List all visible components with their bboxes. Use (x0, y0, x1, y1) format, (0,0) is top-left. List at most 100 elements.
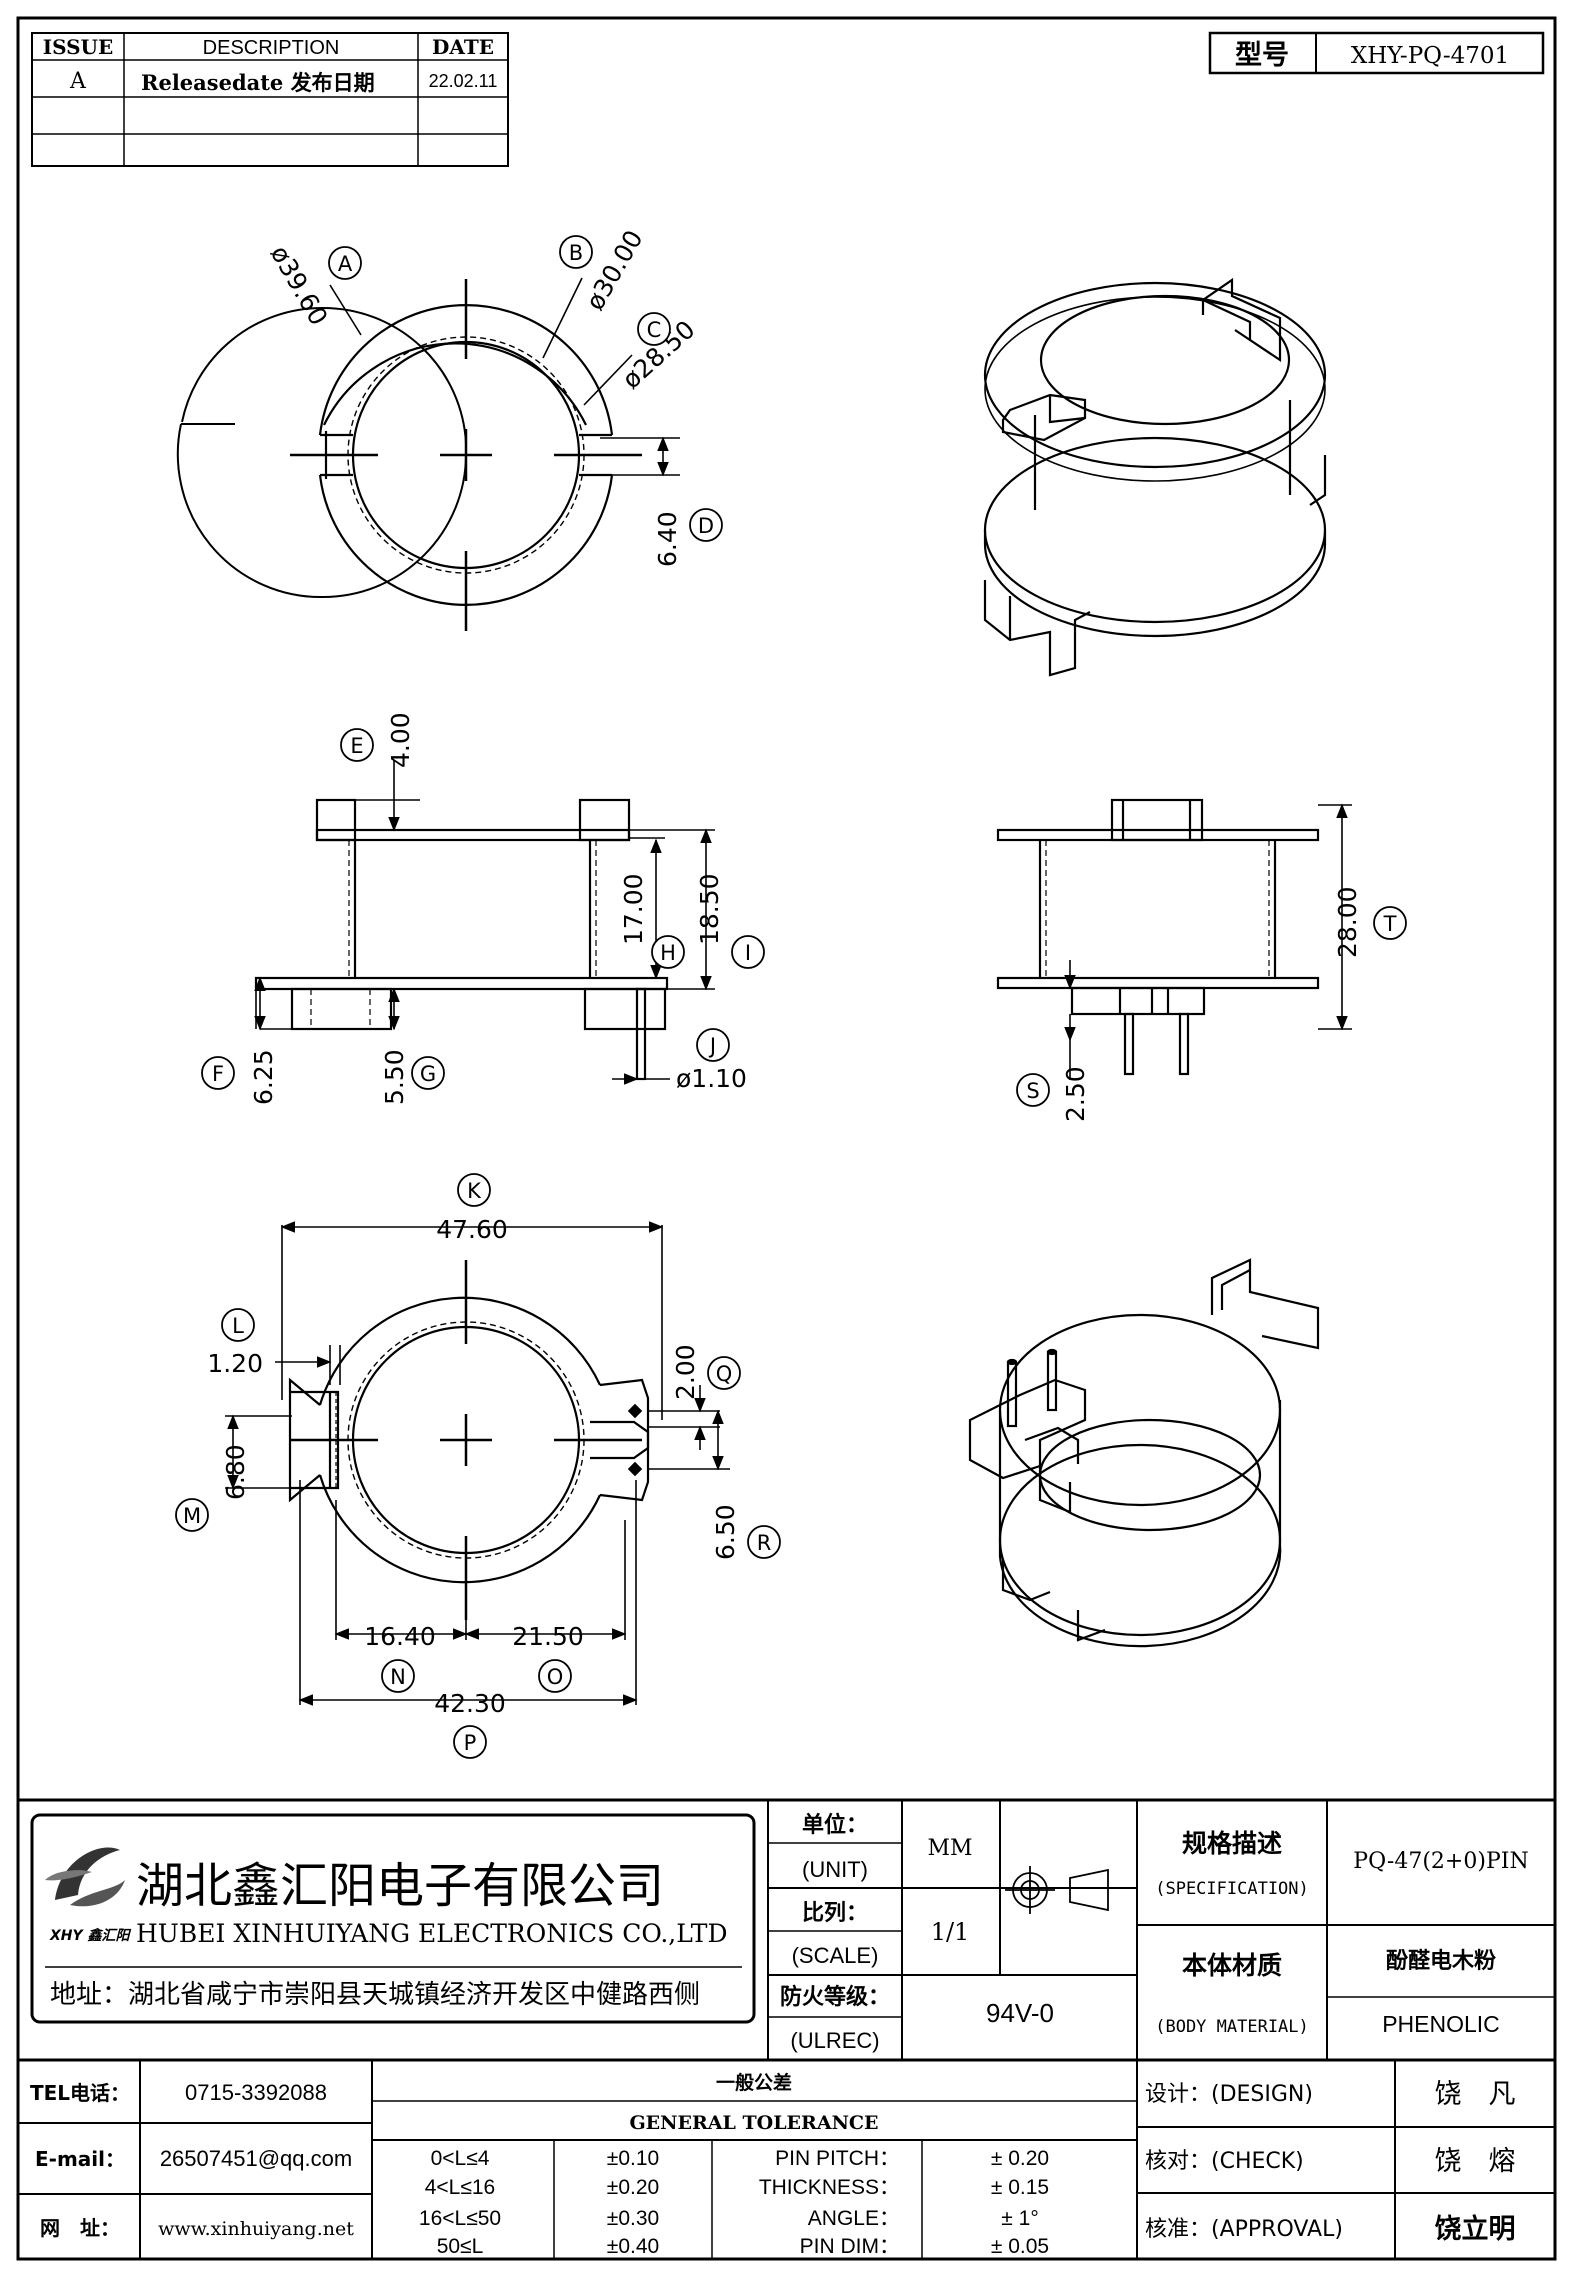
dim-J-label: ø1.10 (676, 1064, 747, 1093)
marker-F: F (212, 1062, 224, 1086)
email-value: 26507451@qq.com (160, 2146, 352, 2171)
bottom-view-body (288, 1260, 650, 1620)
approval-design-label: 设计：(DESIGN) (1145, 2082, 1313, 2107)
tol-value-2: ±0.30 (607, 2207, 659, 2230)
approval-design-name: 饶 凡 (1435, 2079, 1516, 2110)
tolerance-title-en: GENERAL TOLERANCE (629, 2112, 878, 2134)
tol-value-1: ±0.20 (607, 2176, 659, 2199)
dimension-marker-letters: A B C D E H I F G J T S K L M Q R N O P (183, 241, 1397, 1755)
unit-label-en: (UNIT) (802, 1857, 868, 1882)
revision-row-issue: A (69, 69, 87, 94)
tol-value-3: ±0.40 (607, 2235, 659, 2258)
dim-B-label: ø30.00 (580, 225, 649, 315)
bottom-strip-grid (18, 2060, 1555, 2259)
material-label-en: (BODY MATERIAL) (1155, 2017, 1309, 2037)
dim-L-label: 1.20 (207, 1349, 263, 1378)
web-value: www.xinhuiyang.net (158, 2218, 354, 2240)
dim-I-label: 18.50 (695, 873, 724, 945)
spec-value: PQ-47(2+0)PIN (1353, 1849, 1528, 1874)
revision-header-date: DATE (432, 35, 494, 59)
dim-Q-label: 2.00 (671, 1344, 700, 1400)
material-value-en: PHENOLIC (1382, 2011, 1500, 2037)
marker-G: G (420, 1062, 436, 1086)
marker-R: R (757, 1531, 772, 1555)
marker-A: A (338, 252, 353, 276)
dim-R-label: 6.50 (711, 1504, 740, 1560)
marker-D: D (698, 514, 714, 538)
model-label: 型号 (1235, 40, 1289, 71)
marker-N: N (390, 1665, 406, 1689)
approval-check-name: 饶 熔 (1435, 2146, 1516, 2177)
fire-value: 94V-0 (986, 1998, 1054, 2028)
tolerance-items: PIN PITCH： THICKNESS： ANGLE： PIN DIM： ± … (759, 2147, 1049, 2258)
marker-Q: Q (716, 1362, 733, 1386)
marker-B: B (569, 241, 583, 265)
revision-table (31, 32, 509, 167)
tol-item-label-0: PIN PITCH： (775, 2147, 900, 2170)
tolerance-table: 0<L≤4 4<L≤16 16<L≤50 50≤L ±0.10 ±0.20 ±0… (419, 2147, 659, 2258)
front-view (254, 798, 669, 1081)
top-view (182, 300, 330, 598)
dim-O-label: 21.50 (512, 1622, 584, 1651)
marker-T: T (1383, 912, 1397, 936)
web-label: 网 址： (40, 2216, 120, 2240)
fire-label-en: (ULREC) (790, 2028, 879, 2053)
logo-text: XHY 鑫汇阳 (49, 1927, 132, 1944)
front-view-dims (254, 760, 715, 1085)
dim-H-label: 17.00 (619, 873, 648, 945)
company-name-en: HUBEI XINHUIYANG ELECTRONICS CO.,LTD (136, 1919, 728, 1948)
tol-item-label-2: ANGLE： (808, 2207, 900, 2230)
dim-F-label: 6.25 (249, 1049, 278, 1105)
tol-range-1: 4<L≤16 (425, 2176, 496, 2199)
model-box (1208, 31, 1545, 75)
spec-label-en: (SPECIFICATION) (1155, 1879, 1309, 1899)
scale-label-en: (SCALE) (792, 1943, 879, 1968)
revision-row-date: 22.02.11 (429, 71, 498, 91)
company-name-cn: 湖北鑫汇阳电子有限公司 (136, 1858, 664, 1914)
dim-E-label: 4.00 (386, 712, 415, 768)
tol-range-0: 0<L≤4 (431, 2147, 490, 2170)
revision-header-description: DESCRIPTION (203, 37, 340, 59)
tel-label: TEL电话： (30, 2081, 130, 2105)
model-value: XHY-PQ-4701 (1351, 43, 1509, 69)
top-view-body (290, 279, 642, 631)
marker-I: I (745, 941, 751, 965)
dim-M-label: 6.80 (221, 1444, 250, 1500)
tol-item-label-3: PIN DIM： (800, 2235, 900, 2258)
marker-O: O (547, 1665, 564, 1689)
material-label-cn: 本体材质 (1182, 1951, 1282, 1980)
dim-K-label: 47.60 (436, 1215, 508, 1244)
marker-L: L (232, 1314, 244, 1338)
scale-value: 1/1 (931, 1918, 970, 1946)
marker-S: S (1026, 1079, 1039, 1103)
dim-S-label: 2.50 (1061, 1066, 1090, 1122)
revision-row-description: Releasedate 发布日期 (141, 70, 375, 95)
email-label: E-mail： (35, 2147, 125, 2171)
dim-T-label: 28.00 (1333, 886, 1362, 958)
sheet-border (16, 16, 1557, 2261)
approval-check-label: 核对：(CHECK) (1145, 2149, 1304, 2174)
company-logo: XHY 鑫汇阳 (45, 1847, 132, 1944)
unit-value: MM (927, 1836, 972, 1861)
marker-J: J (708, 1034, 716, 1058)
top-view-ring (323, 342, 587, 426)
spec-label-cn: 规格描述 (1182, 1829, 1282, 1858)
marker-P: P (464, 1731, 477, 1755)
marker-C: C (647, 318, 662, 342)
tol-item-value-0: ± 0.20 (991, 2147, 1049, 2170)
material-value-cn: 酚醛电木粉 (1386, 1949, 1496, 1974)
side-view (996, 798, 1320, 1076)
tol-item-value-3: ± 0.05 (991, 2235, 1049, 2258)
title-block-grid (18, 1798, 1555, 2259)
tol-item-value-1: ± 0.15 (991, 2176, 1049, 2199)
marker-M: M (183, 1504, 201, 1528)
company-address: 地址：湖北省咸宁市崇阳县天城镇经济开发区中健路西侧 (50, 1980, 700, 2010)
dim-P-label: 42.30 (434, 1689, 506, 1718)
tol-item-label-1: THICKNESS： (759, 2176, 900, 2199)
tol-range-2: 16<L≤50 (419, 2207, 501, 2230)
marker-K: K (467, 1179, 482, 1203)
approval-approve-label: 核准：(APPROVAL) (1145, 2217, 1343, 2242)
approval-approve-name: 饶立明 (1435, 2213, 1516, 2245)
iso-view-bottom (968, 1258, 1320, 1648)
